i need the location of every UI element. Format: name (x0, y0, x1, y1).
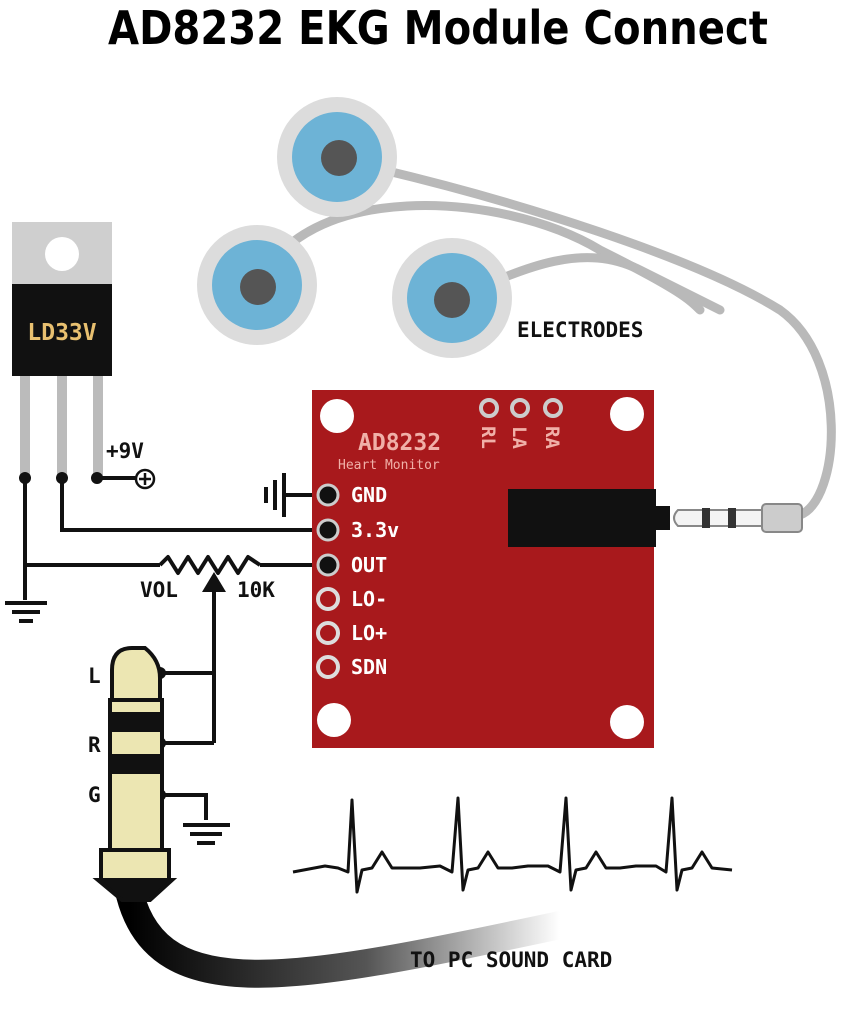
module-subtitle: Heart Monitor (338, 458, 440, 473)
pad-label-rl: RL (477, 426, 499, 449)
wiper-arrow-icon (202, 572, 226, 592)
pad-label-la: LA (508, 426, 530, 449)
module-pins (316, 483, 340, 679)
plug-contact-g: G (88, 783, 101, 807)
pc-sound-card-label: TO PC SOUND CARD (410, 948, 612, 972)
electrode-right (392, 238, 512, 358)
pin-label-3v3: 3.3v (351, 518, 399, 542)
electrode-cable-plug (673, 503, 803, 533)
ground-symbol-icon (183, 823, 230, 845)
page-title: AD8232 EKG Module Connect (108, 1, 768, 55)
pin-label-sdn: SDN (351, 655, 387, 679)
supply-voltage-label: +9V (106, 439, 144, 463)
electrode-left (197, 225, 317, 345)
ekg-waveform (292, 796, 733, 894)
audio-plug (92, 646, 178, 902)
schematic-wires (23, 476, 328, 820)
ad8232-board (312, 390, 670, 748)
pot-vol-label: VOL (140, 578, 178, 602)
pad-label-ra: RA (541, 426, 563, 449)
module-name: AD8232 (358, 430, 441, 456)
regulator-label: LD33V (27, 320, 96, 346)
regulator (12, 222, 112, 476)
ground-symbol-icon (5, 601, 47, 623)
plug-contact-l: L (88, 664, 101, 688)
pin-label-lo-minus: LO- (351, 587, 387, 611)
pot-resistance-label: 10K (237, 578, 275, 602)
electrode-top (277, 97, 397, 217)
pin-label-gnd: GND (351, 483, 387, 507)
pc-output-cable (116, 881, 574, 988)
plug-contact-r: R (88, 733, 101, 757)
pin-label-out: OUT (351, 553, 387, 577)
pin-label-lo-plus: LO+ (351, 621, 387, 645)
plus-terminal-icon (134, 468, 156, 490)
module-ground-symbol-icon (264, 473, 286, 517)
electrodes-label: ELECTRODES (517, 318, 643, 342)
